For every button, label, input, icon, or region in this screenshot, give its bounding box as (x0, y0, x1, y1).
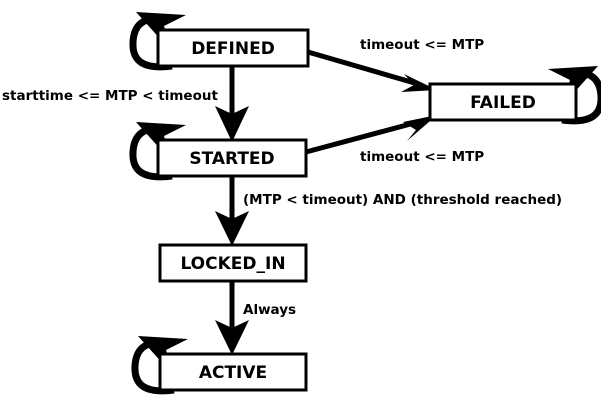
edge-label-locked-in-to-active: Always (243, 302, 296, 318)
state-node-active[interactable]: ACTIVE (158, 352, 308, 392)
edge-defined-to-started-arrowhead (215, 106, 249, 142)
state-label-failed: FAILED (470, 93, 536, 113)
state-box-active[interactable] (158, 352, 308, 392)
state-box-started[interactable] (156, 138, 308, 178)
edge-label-started-to-locked-in: (MTP < timeout) AND (threshold reached) (243, 192, 562, 208)
edge-started-to-locked-in-arrowhead (215, 211, 249, 246)
state-node-locked-in[interactable]: LOCKED_IN (158, 243, 308, 283)
edge-started-to-locked-in (215, 176, 249, 246)
state-label-defined: DEFINED (191, 39, 275, 59)
edge-defined-to-failed-arrowhead (401, 74, 437, 92)
edge-defined-to-failed (307, 49, 437, 92)
state-box-failed[interactable] (428, 82, 578, 122)
edge-started-to-failed-line (305, 119, 419, 155)
state-box-locked-in[interactable] (158, 243, 308, 283)
edge-label-defined-self: starttime <= MTP < timeout (2, 88, 218, 104)
edge-defined-to-failed-line (307, 49, 419, 87)
state-label-active: ACTIVE (199, 363, 267, 383)
state-label-locked-in: LOCKED_IN (180, 254, 285, 274)
edge-label-started-to-failed: timeout <= MTP (360, 149, 484, 165)
state-label-started: STARTED (189, 149, 274, 169)
edge-label-defined-to-failed: timeout <= MTP (360, 37, 484, 53)
edge-started-to-failed (305, 115, 437, 155)
state-node-started[interactable]: STARTED (156, 138, 308, 178)
edge-locked-in-to-active-arrowhead (215, 320, 249, 355)
state-box-defined[interactable] (156, 28, 310, 68)
state-node-defined[interactable]: DEFINED (156, 28, 310, 68)
state-node-failed[interactable]: FAILED (428, 82, 578, 122)
edge-locked-in-to-active (215, 281, 249, 355)
edge-defined-to-started (215, 66, 249, 142)
